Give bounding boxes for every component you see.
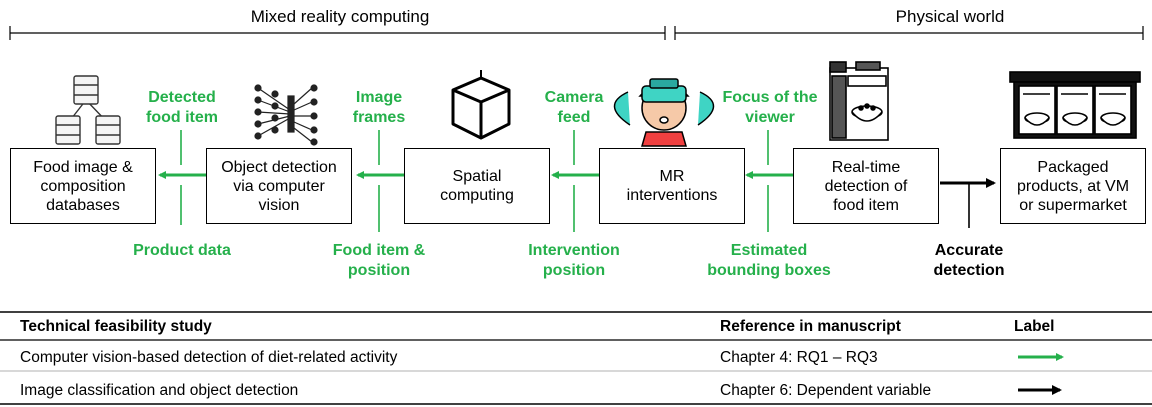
label-estimated-bounding-boxes: Estimated bounding boxes bbox=[707, 242, 831, 279]
database-icon bbox=[55, 75, 121, 145]
box-realtime-detection-label: Real-time detection of food item bbox=[824, 158, 908, 214]
box-spatial-computing-label: Spatial computing bbox=[440, 168, 514, 204]
neural-network-icon bbox=[254, 84, 318, 146]
header-mixed-reality: Mixed reality computing bbox=[250, 7, 430, 26]
table-cell-study: Image classification and object detectio… bbox=[20, 382, 299, 399]
box-object-detection-label: Object detection via computer vision bbox=[221, 158, 337, 214]
table-row: Computer vision-based detection of diet-… bbox=[0, 345, 1152, 371]
box-food-db-label: Food image & composition databases bbox=[33, 158, 133, 214]
label-camera-feed: Camera feed bbox=[544, 89, 604, 126]
vr-headset-icon bbox=[613, 78, 715, 147]
table-cell-reference: Chapter 4: RQ1 – RQ3 bbox=[720, 349, 878, 366]
bracket-physical-world bbox=[674, 26, 1144, 40]
vending-package-icon bbox=[829, 61, 889, 141]
black-detection-arrow bbox=[940, 178, 996, 228]
label-focus-of-viewer: Focus of the viewer bbox=[722, 89, 818, 126]
label-image-frames: Image frames bbox=[352, 89, 406, 126]
bracket-mixed-reality bbox=[9, 26, 666, 40]
box-mr-interventions: MR interventions bbox=[599, 148, 745, 224]
green-connectors bbox=[180, 130, 769, 232]
box-realtime-detection: Real-time detection of food item bbox=[793, 148, 939, 224]
label-detected-food-item: Detected food item bbox=[146, 89, 218, 126]
table-header-reference: Reference in manuscript bbox=[720, 318, 901, 335]
table-header-label: Label bbox=[1014, 318, 1055, 335]
label-intervention-position: Intervention position bbox=[528, 242, 620, 279]
label-accurate-detection: Accurate detection bbox=[933, 242, 1005, 279]
box-food-db: Food image & composition databases bbox=[10, 148, 156, 224]
box-spatial-computing: Spatial computing bbox=[404, 148, 550, 224]
table-cell-reference: Chapter 6: Dependent variable bbox=[720, 382, 932, 399]
vending-shelf-icon bbox=[1009, 71, 1141, 139]
table-header-row: Technical feasibility study Reference in… bbox=[0, 314, 1152, 340]
box-packaged-products: Packaged products, at VM or supermarket bbox=[1000, 148, 1146, 224]
label-food-item-position: Food item & position bbox=[332, 242, 426, 279]
box-packaged-products-label: Packaged products, at VM or supermarket bbox=[1016, 158, 1130, 214]
table-cell-study: Computer vision-based detection of diet-… bbox=[20, 349, 398, 366]
label-product-data: Product data bbox=[133, 242, 231, 259]
cube-icon bbox=[451, 70, 511, 140]
header-physical-world: Physical world bbox=[895, 7, 1005, 26]
table-row: Image classification and object detectio… bbox=[0, 378, 1152, 404]
table-header-study: Technical feasibility study bbox=[20, 318, 212, 335]
box-object-detection: Object detection via computer vision bbox=[206, 148, 352, 224]
table-rules bbox=[0, 311, 1152, 405]
box-mr-interventions-label: MR interventions bbox=[626, 168, 718, 204]
